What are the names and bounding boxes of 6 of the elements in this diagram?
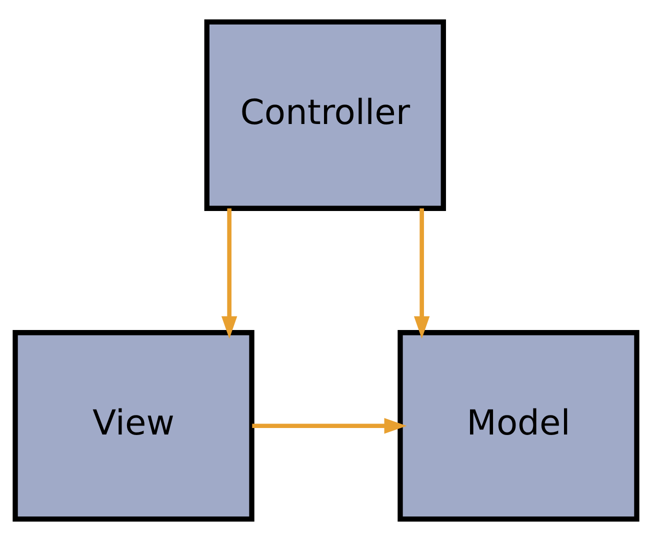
node-box: View	[12, 330, 254, 522]
arrow	[252, 418, 407, 434]
node-box: Controller	[204, 19, 446, 211]
arrow	[221, 208, 238, 339]
arrow	[414, 208, 430, 339]
node-box: Model	[398, 330, 640, 522]
